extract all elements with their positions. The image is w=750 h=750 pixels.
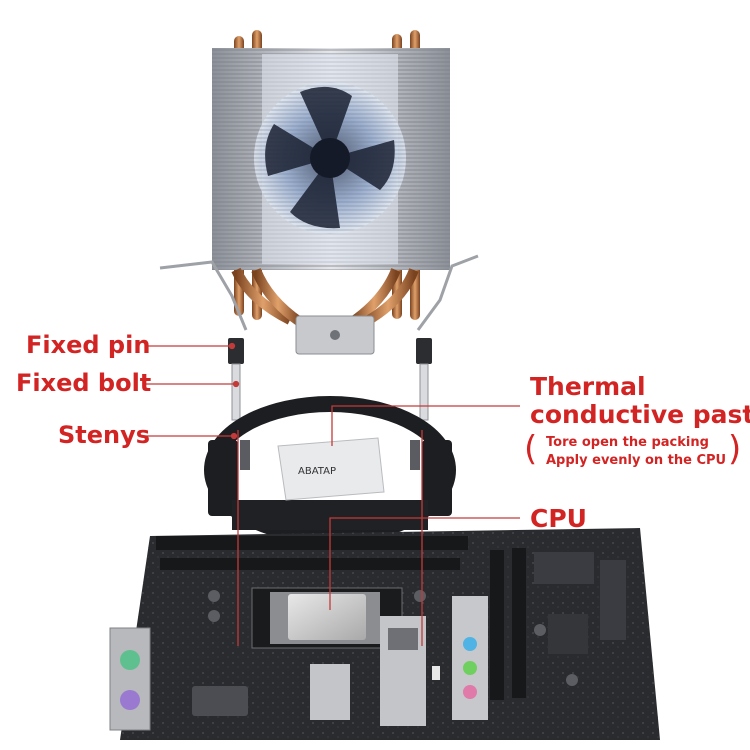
label-note-line2: Apply evenly on the CPU	[546, 453, 727, 468]
label-stenys: Stenys	[58, 421, 151, 449]
motherboard	[109, 528, 660, 740]
cpu-cooler	[159, 30, 479, 355]
label-thermal-line1: Thermal	[530, 372, 646, 401]
fixed-pins	[228, 338, 432, 421]
mounting-clip-right	[416, 254, 479, 331]
label-note-line1: Tore open the packing	[546, 435, 709, 450]
note-close-paren: )	[728, 429, 742, 469]
cooling-fan	[254, 54, 406, 264]
cpu-chip	[288, 594, 366, 640]
mounting-clip-left	[159, 260, 248, 331]
label-thermal-line2: conductive paste	[530, 400, 750, 429]
thermal-paste-callout-line	[331, 405, 520, 446]
label-cpu: CPU	[530, 504, 587, 533]
cpu-callout-line	[329, 517, 520, 610]
paste-packet-brand: ABATAP	[298, 466, 336, 477]
callout-lines	[144, 342, 520, 646]
note-open-paren: (	[524, 429, 538, 469]
label-fixed-bolt: Fixed bolt	[16, 369, 152, 397]
thermal-paste-packet: ABATAP	[277, 437, 385, 501]
label-fixed-pin: Fixed pin	[26, 331, 151, 359]
